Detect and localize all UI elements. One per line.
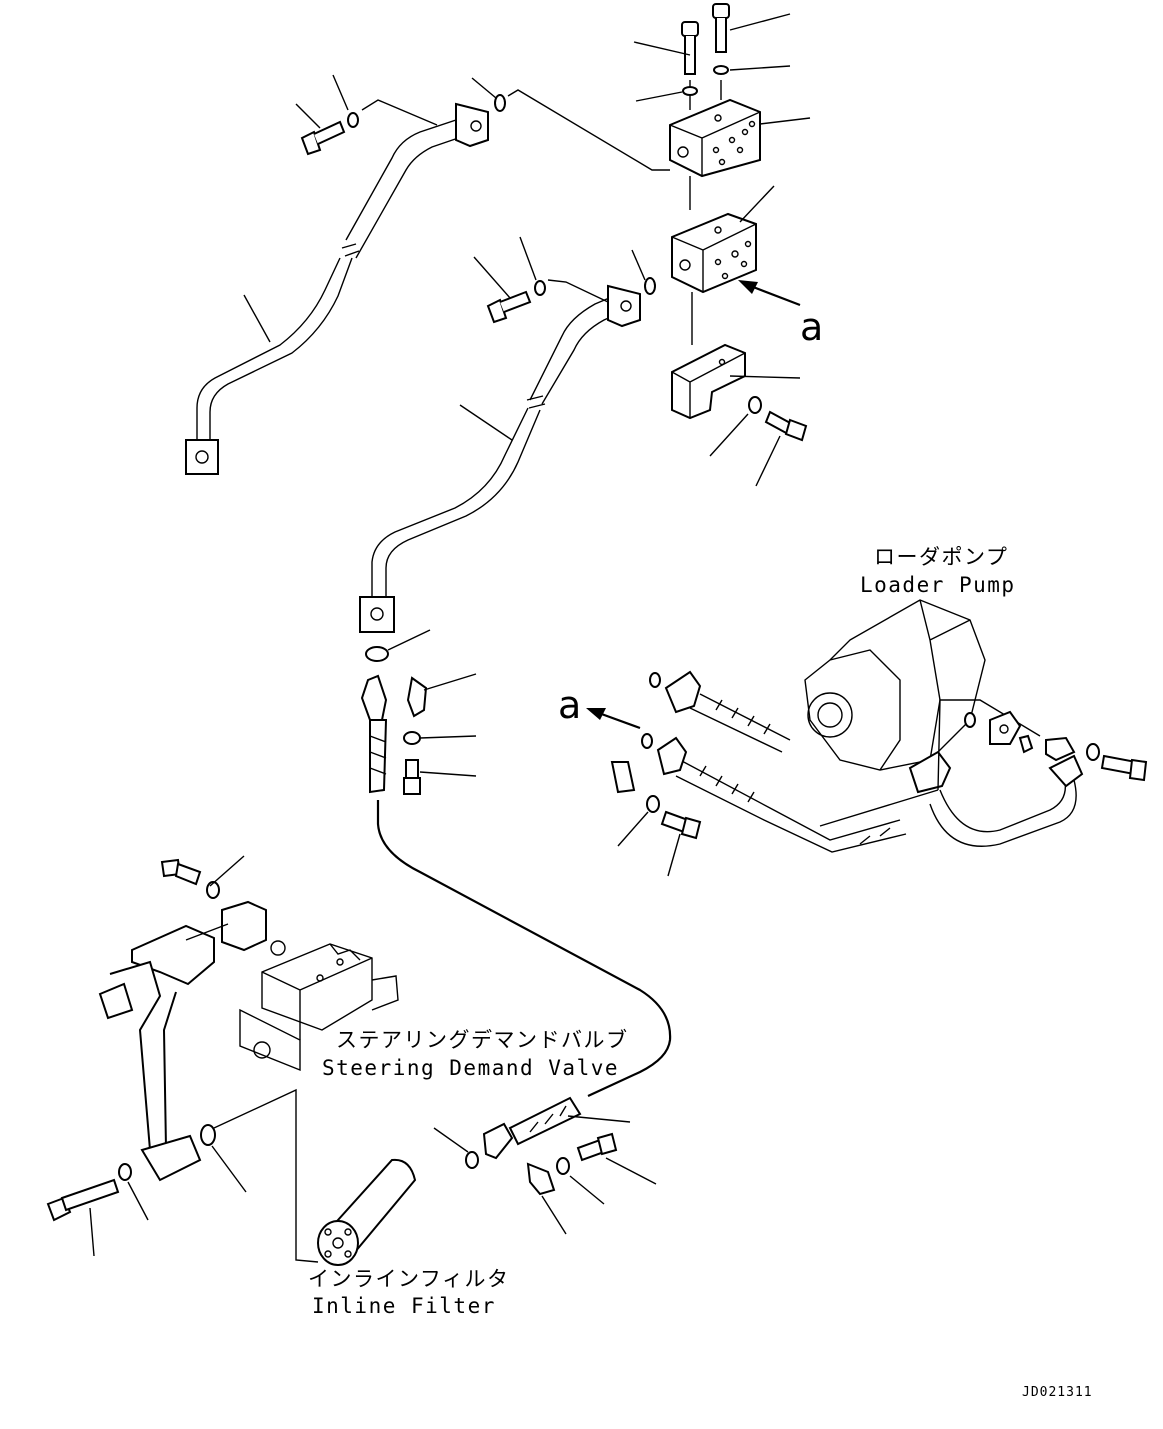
inline-filter-label-en: Inline Filter bbox=[312, 1294, 496, 1318]
loader-pump bbox=[804, 599, 986, 771]
pump-hose-upper bbox=[664, 670, 791, 753]
steering-demand-valve bbox=[239, 940, 399, 1072]
washer-top-left bbox=[682, 86, 698, 96]
bolt-hose-top bbox=[403, 759, 421, 795]
bolt-middle-pipe bbox=[486, 290, 532, 324]
view-marker-lower: a bbox=[558, 683, 581, 727]
hose-steering bbox=[376, 800, 672, 1097]
hose-lower-fitting bbox=[482, 1096, 582, 1160]
washer-steering-top bbox=[206, 881, 220, 899]
mounting-bracket bbox=[671, 343, 746, 420]
oring-steering bbox=[200, 1124, 216, 1146]
washer-upper-pipe bbox=[347, 112, 359, 128]
pump-hose-lower bbox=[656, 736, 907, 853]
valve-block-lower bbox=[671, 212, 757, 294]
pipe-middle bbox=[359, 284, 641, 633]
view-marker-upper: a bbox=[800, 305, 823, 349]
half-clamp-top bbox=[406, 676, 428, 718]
bolt-bracket bbox=[764, 410, 808, 442]
bolt-top-right bbox=[712, 3, 730, 53]
washer-top-right bbox=[713, 65, 729, 75]
washer-bracket bbox=[748, 396, 762, 414]
loader-pump-label-jp: ローダポンプ bbox=[874, 545, 1008, 569]
drawing-code: JD021311 bbox=[1022, 1385, 1093, 1400]
bolt-upper-pipe bbox=[300, 120, 346, 156]
pipe-upper bbox=[185, 102, 489, 475]
leader-lines bbox=[89, 13, 811, 1257]
bolt-top-left bbox=[681, 21, 699, 75]
view-arrow-upper bbox=[747, 283, 801, 307]
pump-left-fittings bbox=[610, 672, 702, 840]
bolt-steering-lower bbox=[46, 1178, 120, 1222]
pump-right-fittings bbox=[964, 710, 1148, 782]
steering-manifold bbox=[98, 900, 267, 1182]
washer-steering-lower bbox=[118, 1163, 132, 1181]
washer-lower bbox=[556, 1157, 570, 1175]
steering-valve-label-en: Steering Demand Valve bbox=[322, 1056, 619, 1080]
oring-middle-pipe bbox=[644, 277, 656, 295]
inline-filter bbox=[317, 1158, 417, 1266]
half-clamp-lower bbox=[526, 1162, 556, 1196]
inline-filter-label-jp: インラインフィルタ bbox=[308, 1267, 509, 1291]
washer-hose-top bbox=[403, 731, 421, 745]
bolt-steering-top bbox=[160, 858, 202, 886]
loader-pump-label-en: Loader Pump bbox=[860, 573, 1016, 597]
oring-upper-pipe bbox=[494, 94, 506, 112]
oring-filter bbox=[465, 1151, 479, 1169]
bolt-lower bbox=[576, 1132, 618, 1162]
washer-middle-pipe bbox=[534, 280, 546, 296]
view-arrow-lower bbox=[595, 710, 641, 730]
steering-valve-label-jp: ステアリングデマンドバルブ bbox=[336, 1028, 629, 1052]
oring-hose-top bbox=[365, 646, 389, 662]
pump-hose-right bbox=[908, 750, 1084, 847]
valve-block-upper bbox=[669, 98, 761, 178]
hose-top-fitting bbox=[360, 674, 388, 794]
